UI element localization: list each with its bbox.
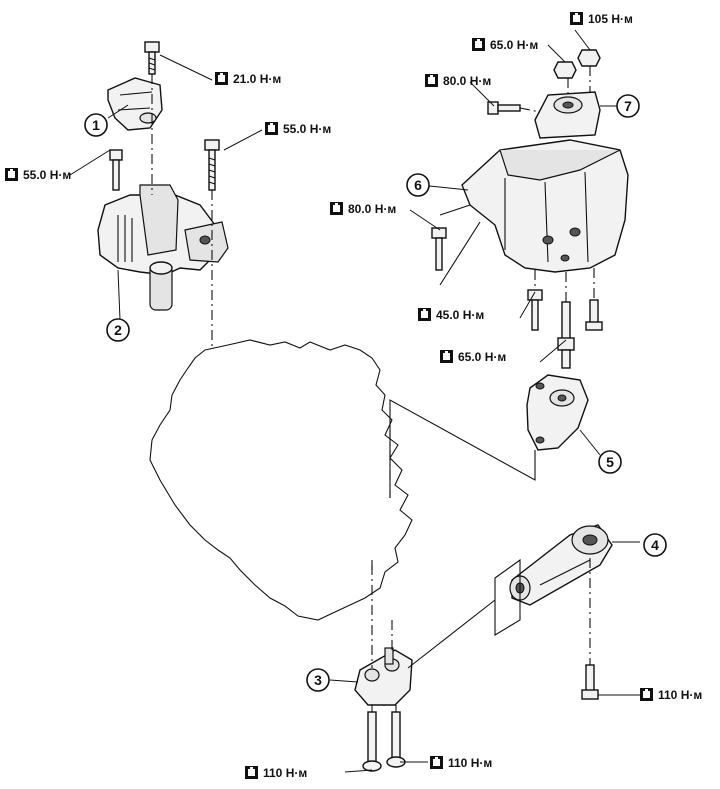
torque-value: 110 Н·м [658, 688, 702, 702]
bolt-45nm [527, 289, 543, 331]
torque-label: 110 Н·м [640, 688, 702, 702]
torque-label: 65.0 Н·м [472, 38, 538, 52]
bolt-21nm [144, 41, 160, 75]
engine-outline [149, 339, 413, 621]
nut-105nm [577, 49, 601, 67]
part-5-bracket [526, 374, 589, 451]
part-4-torque-rod [509, 524, 613, 606]
torque-label: 105 Н·м [570, 12, 633, 26]
callout-4: 4 [643, 533, 667, 557]
torque-labels: 21.0 Н·м 55.0 Н·м 55.0 Н·м 105 Н·м 65.0 Н·м 8… [5, 12, 702, 780]
torque-value: 80.0 Н·м [443, 74, 491, 88]
stud-65nm [557, 301, 575, 369]
torque-label: 55.0 Н·м [265, 122, 331, 136]
callout-6: 6 [406, 173, 430, 197]
torque-label: 65.0 Н·м [440, 350, 506, 364]
torque-value: 110 Н·м [448, 756, 492, 770]
callout-number: 1 [92, 117, 100, 133]
callout-2: 2 [106, 318, 130, 342]
torque-label: 45.0 Н·м [418, 308, 484, 322]
part-6-bracket [439, 139, 629, 286]
torque-value: 65.0 Н·м [458, 350, 506, 364]
callout-3: 3 [306, 668, 330, 692]
callout-number: 6 [414, 177, 422, 193]
bolt-55nm-left [109, 149, 123, 191]
callout-number: 3 [314, 672, 322, 688]
torque-value: 80.0 Н·м [348, 202, 396, 216]
callout-1: 1 [84, 113, 108, 137]
torque-value: 21.0 Н·м [233, 72, 281, 86]
callout-number: 5 [606, 454, 614, 470]
torque-value: 55.0 Н·м [23, 168, 71, 182]
torque-value: 65.0 Н·м [490, 38, 538, 52]
bolt-80nm-top [487, 101, 521, 115]
callout-7: 7 [616, 94, 640, 118]
bolt-110nm-right [581, 664, 599, 700]
torque-label: 80.0 Н·м [330, 202, 396, 216]
torque-label: 21.0 Н·м [215, 72, 281, 86]
nut-65nm [553, 61, 577, 79]
callouts: 1 2 3 4 5 6 7 [84, 94, 667, 692]
torque-label: 55.0 Н·м [5, 168, 71, 182]
torque-label: 110 Н·м [245, 766, 307, 780]
callout-5: 5 [598, 450, 622, 474]
torque-label: 110 Н·м [430, 756, 492, 770]
callout-number: 4 [651, 537, 659, 553]
torque-value: 110 Н·м [263, 766, 307, 780]
part-3-mount [354, 647, 413, 706]
part-1-bracket [107, 77, 163, 131]
callout-number: 7 [624, 98, 632, 114]
torque-value: 45.0 Н·м [436, 308, 484, 322]
bolt-right-small [585, 299, 603, 331]
bolt-110nm-left [362, 711, 382, 772]
bolt-80nm-left [431, 227, 447, 271]
torque-label: 80.0 Н·м [425, 74, 491, 88]
engine-cutout [245, 500, 378, 560]
part-7-block [534, 91, 601, 139]
torque-value: 105 Н·м [588, 12, 633, 26]
part-2-left-mount [97, 184, 229, 311]
bolt-110nm-center [386, 711, 406, 768]
callout-number: 2 [114, 322, 122, 338]
torque-value: 55.0 Н·м [283, 122, 331, 136]
bolt-55nm-right [204, 139, 220, 191]
